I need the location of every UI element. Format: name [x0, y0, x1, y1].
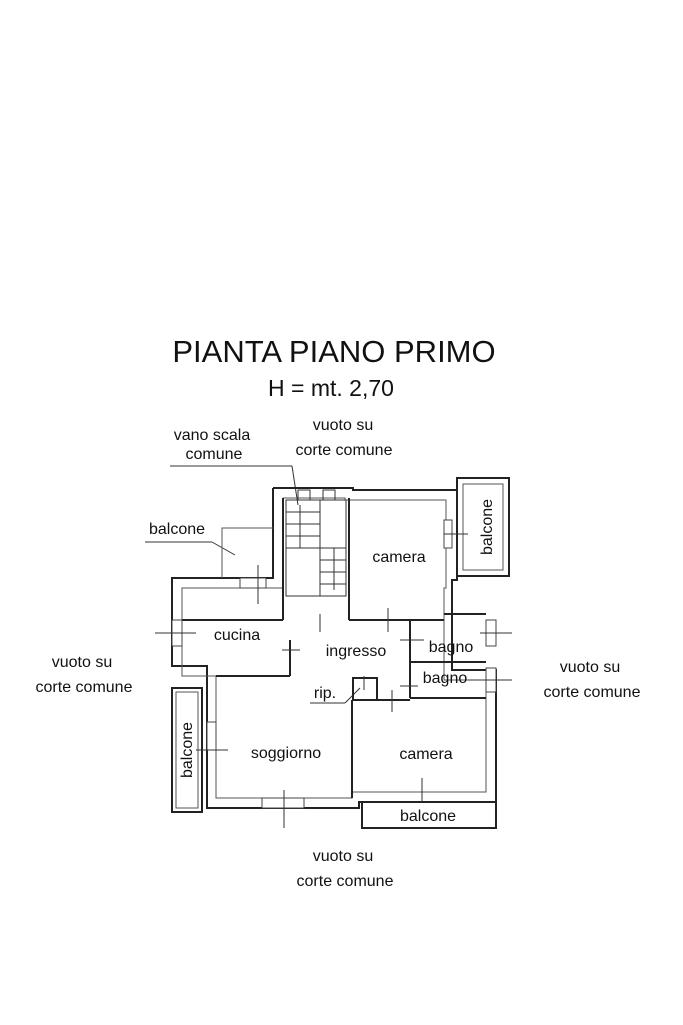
tick-marks — [155, 533, 512, 828]
staircase — [285, 489, 347, 597]
room-balcone-left: balcone — [179, 722, 196, 778]
label-balcone-top-left: balcone — [149, 521, 205, 538]
room-balcone-bottom: balcone — [400, 808, 456, 825]
room-camera-bottom: camera — [399, 746, 452, 763]
interior-walls — [182, 498, 486, 798]
label-vuoto-top-1: vuoto su — [313, 417, 373, 434]
plan-title: PIANTA PIANO PRIMO — [172, 334, 495, 369]
label-vuoto-bottom-1: vuoto su — [313, 848, 373, 865]
label-vano-scala-2: comune — [186, 446, 243, 463]
label-vuoto-left-2: corte comune — [36, 679, 133, 696]
leader-vano-scala-2 — [291, 465, 299, 506]
label-vuoto-right-2: corte comune — [544, 684, 641, 701]
label-vuoto-bottom-2: corte comune — [297, 873, 394, 890]
room-camera-top: camera — [372, 549, 425, 566]
room-balcone-right: balcone — [479, 499, 496, 555]
leader-balcone-2 — [211, 541, 236, 556]
label-vuoto-right-1: vuoto su — [560, 659, 620, 676]
room-rip: rip. — [314, 685, 336, 702]
room-ingresso: ingresso — [326, 643, 387, 660]
room-bagno-2: bagno — [423, 670, 468, 687]
label-vano-scala-1: vano scala — [174, 427, 251, 444]
label-vuoto-top-2: corte comune — [296, 442, 393, 459]
plan-subtitle: H = mt. 2,70 — [268, 375, 394, 401]
label-vuoto-left-1: vuoto su — [52, 654, 112, 671]
room-soggiorno: soggiorno — [251, 745, 321, 762]
room-cucina: cucina — [214, 627, 260, 644]
room-bagno-1: bagno — [429, 639, 474, 656]
